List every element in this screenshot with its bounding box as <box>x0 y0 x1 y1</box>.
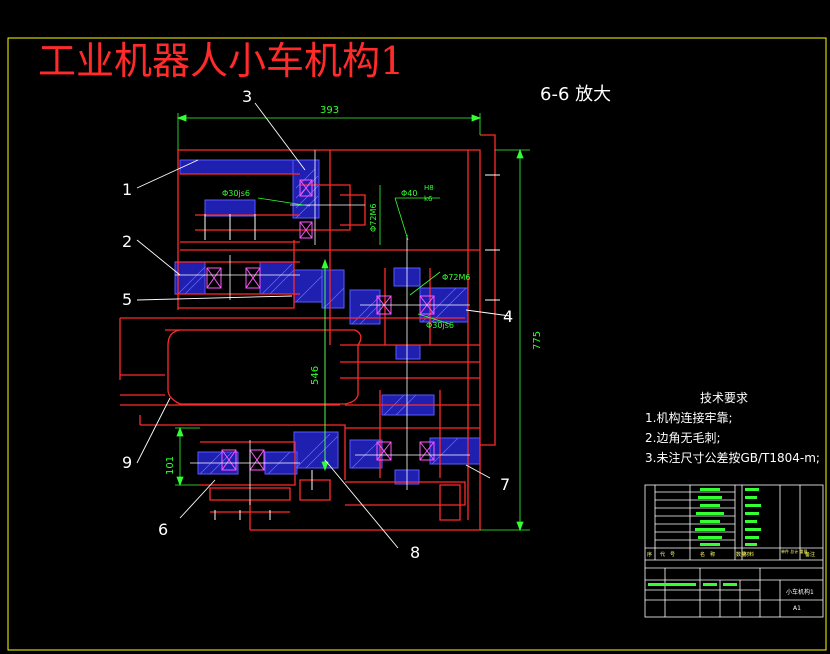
tb-header-2: 名 称 <box>700 551 715 558</box>
drawing-frame <box>7 37 827 651</box>
fit-label-3: Φ40 <box>401 189 417 198</box>
tech-req-heading: 技术要求 <box>700 391 748 405</box>
fit-label-5: Φ30js6 <box>426 321 454 330</box>
callout-5: 5 <box>122 290 132 309</box>
tech-req-item-3: 3.未注尺寸公差按GB/T1804-m; <box>645 450 820 465</box>
dim-height-right: 775 <box>532 331 543 350</box>
tech-req-item-1: 1.机构连接牢靠; <box>645 410 733 425</box>
callout-numbers: 1 2 3 4 5 6 7 8 9 <box>122 87 513 562</box>
leader-lines <box>136 102 511 549</box>
tb-header-6: 备注 <box>805 551 815 558</box>
fit-label-4: Φ72M6 <box>442 273 470 282</box>
fit-tol-bot: k6 <box>424 195 433 203</box>
tb-header-0: 序 <box>647 551 652 558</box>
bom-entries <box>648 488 761 586</box>
callout-8: 8 <box>410 543 420 562</box>
fit-label-2: Φ72M6 <box>369 204 378 232</box>
tb-header-3: 数量 <box>736 551 746 558</box>
tb-sheet: A1 <box>793 605 801 612</box>
title-block <box>644 484 824 618</box>
tb-header-5: 单件 总计 重量 <box>781 548 808 554</box>
bearing-marks <box>206 179 435 471</box>
dim-width: 393 <box>320 105 339 116</box>
title-block-header: 序 代 号 名 称 数量 材料 单件 总计 重量 备注 <box>647 548 815 558</box>
callout-6: 6 <box>158 520 168 539</box>
callout-2: 2 <box>122 232 132 251</box>
dim-height-left: 101 <box>165 456 176 475</box>
callout-1: 1 <box>122 180 132 199</box>
fit-label-1: Φ30js6 <box>222 189 250 198</box>
callout-3: 3 <box>242 87 252 106</box>
drawing-title: 工业机器人小车机构1 <box>38 39 404 83</box>
tb-header-4: 材料 <box>744 551 754 558</box>
dim-height-mid: 546 <box>310 366 321 385</box>
section-label: 6-6 放大 <box>540 84 611 105</box>
bolts <box>204 174 500 520</box>
callout-9: 9 <box>122 453 132 472</box>
fit-tol-top: H8 <box>424 184 434 192</box>
dimension-lines <box>175 113 530 532</box>
tech-req-item-2: 2.边角无毛刺; <box>645 431 721 445</box>
tb-drawing-name: 小车机构1 <box>786 588 814 596</box>
callout-4: 4 <box>503 307 513 326</box>
tb-header-1: 代 号 <box>660 551 675 558</box>
callout-7: 7 <box>500 475 510 494</box>
centerlines <box>175 150 470 505</box>
